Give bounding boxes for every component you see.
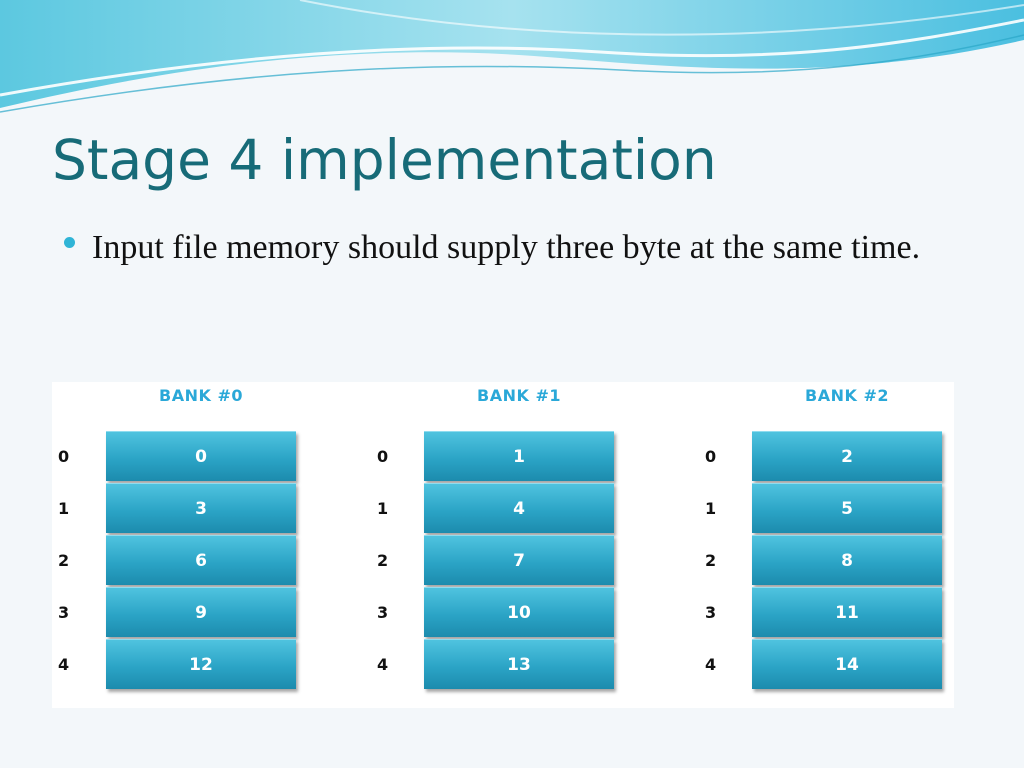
bank-index-column: 0 1 2 3 4 <box>58 431 82 691</box>
bank-cells: 1 4 7 10 13 <box>424 431 614 691</box>
memory-cell: 7 <box>424 535 614 585</box>
row-index: 1 <box>58 499 70 518</box>
memory-cell: 8 <box>752 535 942 585</box>
memory-cell: 12 <box>106 639 296 689</box>
row-index: 4 <box>377 655 389 674</box>
row-index: 0 <box>58 447 70 466</box>
row-index: 1 <box>705 499 717 518</box>
row-index: 3 <box>58 603 70 622</box>
bank-label: BANK #1 <box>477 386 561 405</box>
memory-bank-diagram: BANK #0 0 1 2 3 4 0 3 6 9 12 BANK #1 0 1… <box>52 382 954 708</box>
row-index: 4 <box>58 655 70 674</box>
row-index: 0 <box>705 447 717 466</box>
row-index: 1 <box>377 499 389 518</box>
header-wave-decoration <box>0 0 1024 113</box>
memory-cell: 1 <box>424 431 614 481</box>
row-index: 3 <box>705 603 717 622</box>
memory-cell: 5 <box>752 483 942 533</box>
bullet-item: Input file memory should supply three by… <box>64 226 924 270</box>
bank-label: BANK #2 <box>805 386 889 405</box>
bank-cells: 0 3 6 9 12 <box>106 431 296 691</box>
memory-cell: 4 <box>424 483 614 533</box>
bank-0: BANK #0 0 1 2 3 4 0 3 6 9 12 <box>52 382 352 708</box>
row-index: 0 <box>377 447 389 466</box>
memory-cell: 2 <box>752 431 942 481</box>
memory-cell: 11 <box>752 587 942 637</box>
bank-label: BANK #0 <box>159 386 243 405</box>
row-index: 4 <box>705 655 717 674</box>
memory-cell: 9 <box>106 587 296 637</box>
bank-cells: 2 5 8 11 14 <box>752 431 942 691</box>
memory-cell: 6 <box>106 535 296 585</box>
row-index: 3 <box>377 603 389 622</box>
slide-title: Stage 4 implementation <box>52 128 717 192</box>
bank-2: BANK #2 0 1 2 3 4 2 5 8 11 14 <box>700 382 1000 708</box>
memory-cell: 3 <box>106 483 296 533</box>
row-index: 2 <box>58 551 70 570</box>
bank-index-column: 0 1 2 3 4 <box>705 431 729 691</box>
row-index: 2 <box>705 551 717 570</box>
memory-cell: 14 <box>752 639 942 689</box>
bank-1: BANK #1 0 1 2 3 4 1 4 7 10 13 <box>372 382 672 708</box>
memory-cell: 0 <box>106 431 296 481</box>
memory-cell: 10 <box>424 587 614 637</box>
bullet-dot-icon <box>64 237 75 248</box>
bullet-text: Input file memory should supply three by… <box>92 229 921 266</box>
memory-cell: 13 <box>424 639 614 689</box>
row-index: 2 <box>377 551 389 570</box>
bank-index-column: 0 1 2 3 4 <box>377 431 401 691</box>
